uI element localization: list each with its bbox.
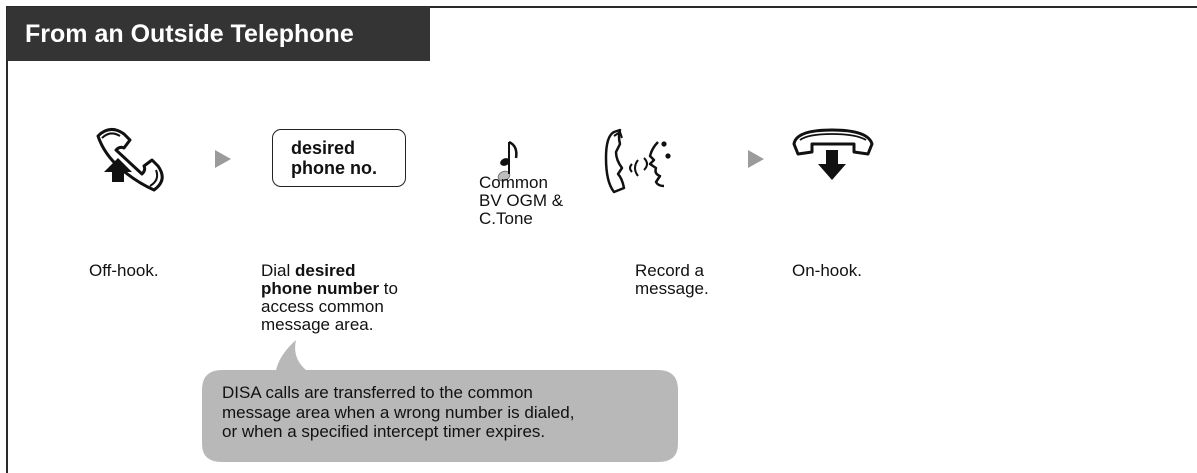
offhook-label: Off-hook. (89, 261, 159, 280)
handset-lift-icon (96, 128, 164, 192)
dial-description: Dial desired phone number to access comm… (261, 261, 398, 334)
tone-label: Common BV OGM & C.Tone (479, 173, 564, 228)
handset-hang-up-icon (792, 128, 874, 180)
callout-bubble (202, 340, 678, 462)
speak-into-handset-icon (604, 128, 671, 194)
music-note-icon (497, 140, 518, 182)
record-description: Record a message. (635, 261, 709, 298)
step-arrow (748, 150, 764, 168)
desired-phone-number-key: desired phone no. (272, 129, 406, 187)
onhook-label: On-hook. (792, 261, 862, 280)
page-title: From an Outside Telephone (7, 7, 430, 61)
step-arrow (215, 150, 231, 168)
callout-text: DISA calls are transferred to the common… (222, 383, 575, 441)
page-frame (6, 6, 1197, 473)
key-line-1: desired (291, 138, 356, 158)
key-line-2: phone no. (291, 158, 377, 178)
